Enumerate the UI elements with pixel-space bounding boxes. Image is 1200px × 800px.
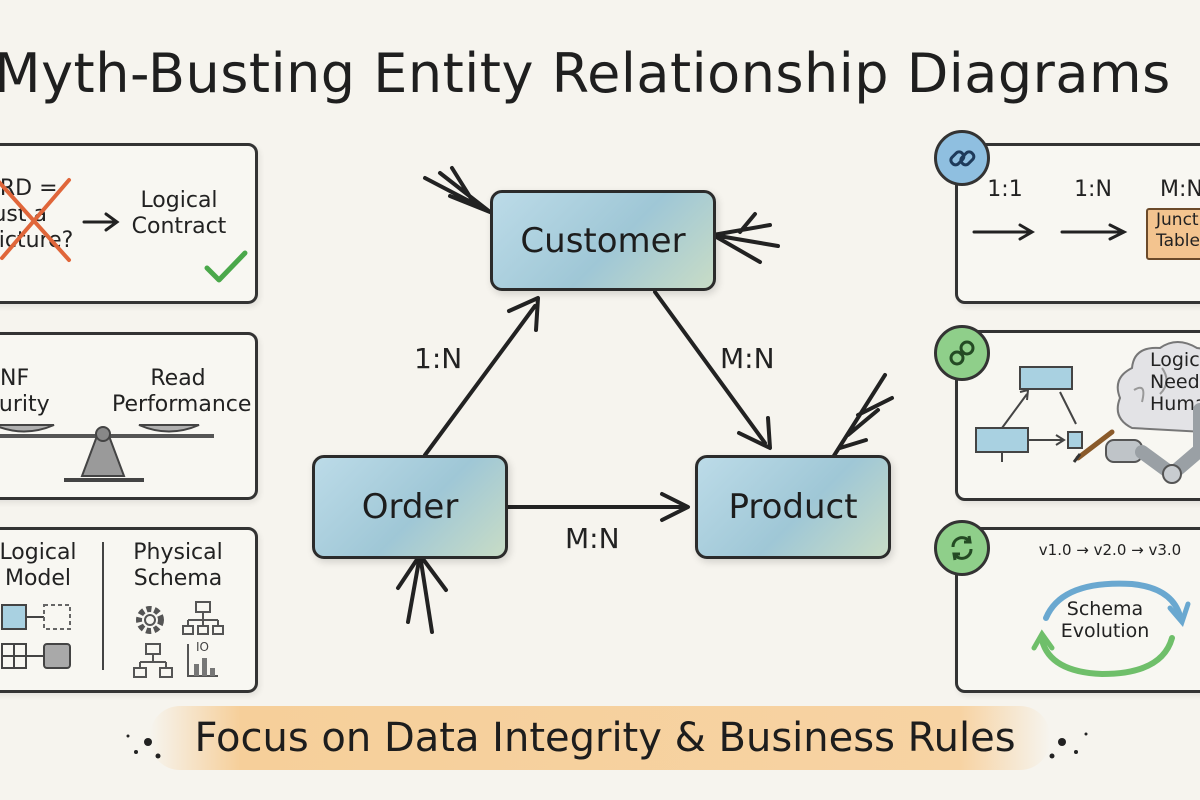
chain-icon	[934, 325, 990, 381]
gear-icon	[136, 606, 164, 634]
checkmark-icon	[204, 250, 248, 283]
entity-order[interactable]: Order	[312, 455, 508, 559]
refresh-icon	[934, 520, 990, 576]
junction-table-box: Junction Table	[1146, 208, 1200, 260]
ink-splatter-left	[126, 734, 161, 759]
banner-text: Focus on Data Integrity & Business Rules	[194, 715, 1016, 761]
physical-schema-label: Physical Schema	[133, 540, 223, 591]
banner-highlight	[150, 706, 1050, 770]
relationship-label-customer-product: M:N	[720, 342, 775, 375]
relationship-label-order-product: M:N	[565, 522, 620, 555]
mini-diagram	[975, 366, 1083, 462]
network-icon	[133, 643, 173, 678]
cross-out-mark	[0, 178, 71, 262]
balance-scale-icon	[0, 424, 214, 482]
truth-text: Logical Contract	[131, 188, 227, 239]
evolution-cycle-arrows	[1031, 580, 1191, 678]
robot-arm-icon	[1072, 403, 1200, 484]
tradeoff-panel	[0, 332, 258, 500]
bar-chart-icon: IO	[186, 640, 220, 678]
panel-divider	[102, 542, 104, 670]
ink-splatter-right	[1049, 732, 1088, 759]
version-sequence: v1.0 → v2.0 → v3.0	[1038, 541, 1182, 559]
relationship-label-order-customer: 1:N	[414, 342, 463, 375]
one-to-many-label: 1:N	[1074, 177, 1112, 202]
humans-bubble-text: Logic Needs Humans	[1150, 349, 1200, 415]
evolution-panel	[955, 527, 1200, 693]
cardinality-arrows	[972, 223, 1128, 241]
link-icon	[934, 130, 990, 186]
entity-product[interactable]: Product	[695, 455, 891, 559]
one-to-one-label: 1:1	[987, 177, 1023, 202]
arrow-right-icon	[82, 212, 120, 232]
logical-model-label: Logical Model	[0, 540, 77, 591]
purity-label: 3NF Purity	[0, 366, 50, 417]
hierarchy-icon	[182, 601, 224, 635]
performance-label: Read Performance	[112, 366, 252, 417]
logical-model-icons	[1, 604, 71, 669]
schema-evolution-label: Schema Evolution	[1060, 598, 1150, 642]
many-to-many-label: M:N	[1160, 177, 1200, 202]
entity-customer[interactable]: Customer	[490, 190, 716, 291]
brain-cloud-icon	[1116, 341, 1200, 433]
